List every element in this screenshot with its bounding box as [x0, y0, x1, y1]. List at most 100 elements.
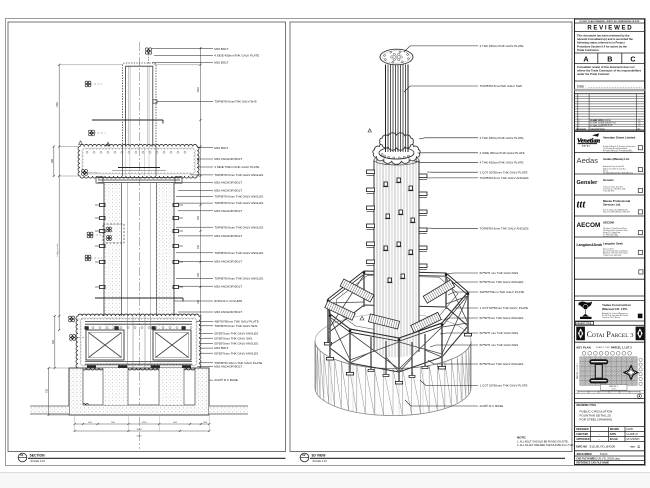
svg-text:Alameda Dr. Carlos D'Assumpcao: Alameda Dr. Carlos D'Assumpcao, [602, 312, 628, 315]
svg-text:Tel: (853) 2833 1113 Fax: (85: Tel: (853) 2833 1113 Fax: (853) 2833 111… [603, 172, 633, 174]
svg-text:CHECKED: CHECKED [576, 433, 588, 436]
svg-text:250: 250 [197, 215, 200, 220]
svg-text:TOP/BTM 6mmTHK GALV SHS: TOP/BTM 6mmTHK GALV SHS [480, 84, 522, 88]
svg-text:19 MAR 2015: 19 MAR 2015 [590, 119, 603, 122]
svg-text:4 SIDE 450mmTHK GALV PLATE: 4 SIDE 450mmTHK GALV PLATE [214, 54, 259, 58]
svg-text:Macau: Macau [603, 170, 608, 172]
svg-text:AECOM: AECOM [577, 222, 601, 229]
svg-text:1200: 1200 [142, 422, 148, 424]
svg-text:TOP/BTM 6mm THK GALV ANGLES: TOP/BTM 6mm THK GALV ANGLES [214, 201, 263, 205]
svg-text:DO NOT SCALE DRAWING, VERIFY A: DO NOT SCALE DRAWING, VERIFY ALL DIMENSI… [580, 20, 640, 23]
svg-text:C: C [578, 125, 580, 127]
svg-text:368: 368 [197, 157, 200, 162]
svg-text:San Francisco, CA 94105, USA: San Francisco, CA 94105, USA [603, 188, 626, 191]
svg-text:TOP/BTM 6mmTHK GALV SHS: TOP/BTM 6mmTHK GALV SHS [214, 100, 256, 104]
svg-text:SECTION: SECTION [30, 454, 46, 458]
svg-text:Date :: Date : [577, 84, 586, 88]
svg-text:M16 BOLT: M16 BOLT [214, 61, 228, 65]
svg-text:TOP/BTM 6mm THK GALV ANGLES: TOP/BTM 6mm THK GALV ANGLES [214, 277, 263, 281]
svg-text:250: 250 [197, 244, 200, 249]
svg-text:DESCRIPTION: DESCRIPTION [591, 129, 606, 131]
svg-text:138 Shatin Rural Committee Roa: 138 Shatin Rural Committee Road, [603, 229, 628, 232]
svg-text:R E V I E W E D: R E V I E W E D [587, 25, 632, 32]
svg-text:PL: PL [639, 123, 641, 125]
svg-text:4 THK 450mmTHK GALV PLATE: 4 THK 450mmTHK GALV PLATE [480, 136, 524, 140]
svg-text:REV: REV [631, 446, 636, 448]
svg-text:COTAI PARCEL 3: COTAI PARCEL 3 [587, 330, 635, 339]
svg-text:FOR STEEL DRAWING: FOR STEEL DRAWING [580, 417, 613, 421]
svg-text:Macau Tel: 2878 2838 Fax:: Macau Tel: 2878 2838 Fax: 2878 2877 [603, 211, 630, 213]
svg-text:M16 ANCHOR BOLT: M16 ANCHOR BOLT [214, 188, 242, 192]
svg-text:relieve the Trade Contracto: relieve the Trade Contractor of his resp… [577, 68, 642, 72]
svg-text:50*50*5 mm THK GALV.SHS: 50*50*5 mm THK GALV.SHS [480, 343, 519, 347]
svg-text:C: C [578, 123, 580, 125]
svg-text:PUBLIC CIRCULATION: PUBLIC CIRCULATION [580, 409, 613, 413]
svg-text:4 SIDE 750mmTHK GALV PLATE: 4 SIDE 750mmTHK GALV PLATE [214, 165, 259, 169]
svg-text:BY: BY [638, 129, 642, 131]
svg-text:AIA Tower, 19/F, Suite 1902, M: AIA Tower, 19/F, Suite 1902, Macau [603, 252, 628, 255]
svg-text:364: 364 [88, 422, 92, 424]
svg-text:1 COT 50*50mm THK GALV PLATE: 1 COT 50*50mm THK GALV PLATE [480, 384, 528, 388]
svg-text:Ø 500 R.C COLUMN: Ø 500 R.C COLUMN [214, 299, 242, 303]
svg-text:ACM® R.C BASE: ACM® R.C BASE [214, 378, 238, 382]
svg-text:--: -- [598, 438, 600, 441]
svg-text:4 SIDE 450mmTHK GALV PLATE: 4 SIDE 450mmTHK GALV PLATE [480, 151, 525, 155]
svg-text:2. ALL FILLET WELDED SHOULD BE: 2. ALL FILLET WELDED SHOULD BE 6mm THK. [517, 443, 574, 447]
svg-text:50*50*5 mm THK GALV.SHS: 50*50*5 mm THK GALV.SHS [480, 271, 519, 275]
svg-text:50*50*5mm THK GALV ANGLES: 50*50*5mm THK GALV ANGLES [480, 280, 524, 284]
svg-text:--: -- [598, 433, 600, 436]
svg-text:DESIGNED: DESIGNED [576, 428, 589, 431]
svg-text:REFERENCE CAD FILE NAME: REFERENCE CAD FILE NAME [576, 462, 609, 465]
svg-text:M16 ANCHOR BOLT: M16 ANCHOR BOLT [214, 157, 242, 161]
svg-text:Av. Comercial de Macau 251A-30: Av. Comercial de Macau 251A-301, [603, 250, 629, 253]
svg-text:TOP/BTM 6mm THK GALV ANGLES: TOP/BTM 6mm THK GALV ANGLES [214, 251, 263, 255]
svg-text:SCALE 1:10: SCALE 1:10 [313, 459, 328, 463]
svg-text:2084: 2084 [137, 436, 143, 438]
svg-text:M16 ANCHOR BOLT: M16 ANCHOR BOLT [214, 310, 242, 314]
svg-text:Aedas (Macau) Ltd.: Aedas (Macau) Ltd. [603, 157, 630, 161]
svg-text:M16 ANCHOR BOLT: M16 ANCHOR BOLT [214, 365, 242, 369]
svg-text:750: 750 [46, 388, 49, 393]
svg-text:TOP/BTM 6mm THK GALV ANGLES: TOP/BTM 6mm THK GALV ANGLES [214, 195, 263, 199]
svg-text:19 MAR 2015: 19 MAR 2015 [590, 124, 603, 127]
svg-text:2 Harrison Street, Suite 400: 2 Harrison Street, Suite 400 [603, 186, 623, 189]
svg-text:RE-ISSUE FOR: RE-ISSUE FOR [602, 123, 617, 125]
svg-text:50*50*5mm THK GALV ANGLES: 50*50*5mm THK GALV ANGLES [480, 362, 524, 366]
svg-text:LWHO: LWHO [626, 428, 633, 431]
svg-text:Gensler: Gensler [603, 178, 615, 182]
svg-text:NOTE:: NOTE: [517, 436, 526, 440]
svg-text:AECOM: AECOM [603, 221, 614, 225]
svg-text:2084: 2084 [137, 429, 143, 431]
svg-text:Venetian: Venetian [577, 138, 601, 145]
svg-text:Tel: (853) 2882 8888 Fax: (85: Tel: (853) 2882 8888 Fax: (853) 2882 888… [603, 152, 633, 154]
svg-text:C: C [578, 120, 580, 122]
svg-text:This document has been rev: This document has been reviewed by the [577, 33, 630, 37]
svg-text:1 COT 50*50mm THK GALV. PLATE: 1 COT 50*50mm THK GALV. PLATE [480, 306, 529, 310]
svg-text:JOB NUMBER: JOB NUMBER [576, 454, 592, 456]
svg-text:3D VIEW: 3D VIEW [312, 454, 327, 458]
svg-text:Trade Contractor.: Trade Contractor. [577, 48, 600, 52]
svg-text:511UA: 511UA [600, 453, 608, 456]
svg-text:T 415.433.3700: T 415.433.3700 [603, 191, 614, 193]
svg-text:Langdon Seah: Langdon Seah [603, 241, 623, 245]
svg-text:Macau Professional: Macau Professional [603, 199, 630, 203]
svg-text:FOUNTAIN DETAIL 25: FOUNTAIN DETAIL 25 [580, 413, 612, 417]
svg-text:Langdon&Seah: Langdon&Seah [577, 243, 603, 247]
svg-text:T 2833 1710 F 2833 1532: T 2833 1710 F 2833 1532 [603, 255, 621, 257]
svg-text:C: C [630, 55, 635, 64]
svg-text:relevant Consultants(s) and: relevant Consultants(s) and is accorded … [577, 37, 633, 41]
svg-text:Aedas: Aedas [577, 156, 599, 165]
svg-text:PL: PL [639, 125, 641, 127]
svg-text:M16 BOLT: M16 BOLT [214, 346, 228, 350]
svg-text:01: 01 [20, 453, 24, 457]
svg-text:PARCEL 1, LOT 2: PARCEL 1, LOT 2 [611, 346, 632, 349]
svg-text:The Venetian Macao-Resort-Hote: The Venetian Macao-Resort-Hotel, [603, 147, 628, 150]
svg-text:PROJECT TITLE: PROJECT TITLE [577, 323, 592, 325]
svg-text:Services Ltd.: Services Ltd. [603, 203, 621, 207]
svg-text:under the Trade Contract.: under the Trade Contract. [577, 72, 610, 76]
svg-text:250: 250 [197, 272, 200, 277]
svg-text:4 THK 450mmTHK GALV PLATE: 4 THK 450mmTHK GALV PLATE [480, 160, 524, 164]
svg-text:M A C A O: M A C A O [582, 144, 591, 147]
svg-text:10 MAR 2015: 10 MAR 2015 [590, 119, 603, 122]
svg-text:190: 190 [197, 299, 200, 304]
